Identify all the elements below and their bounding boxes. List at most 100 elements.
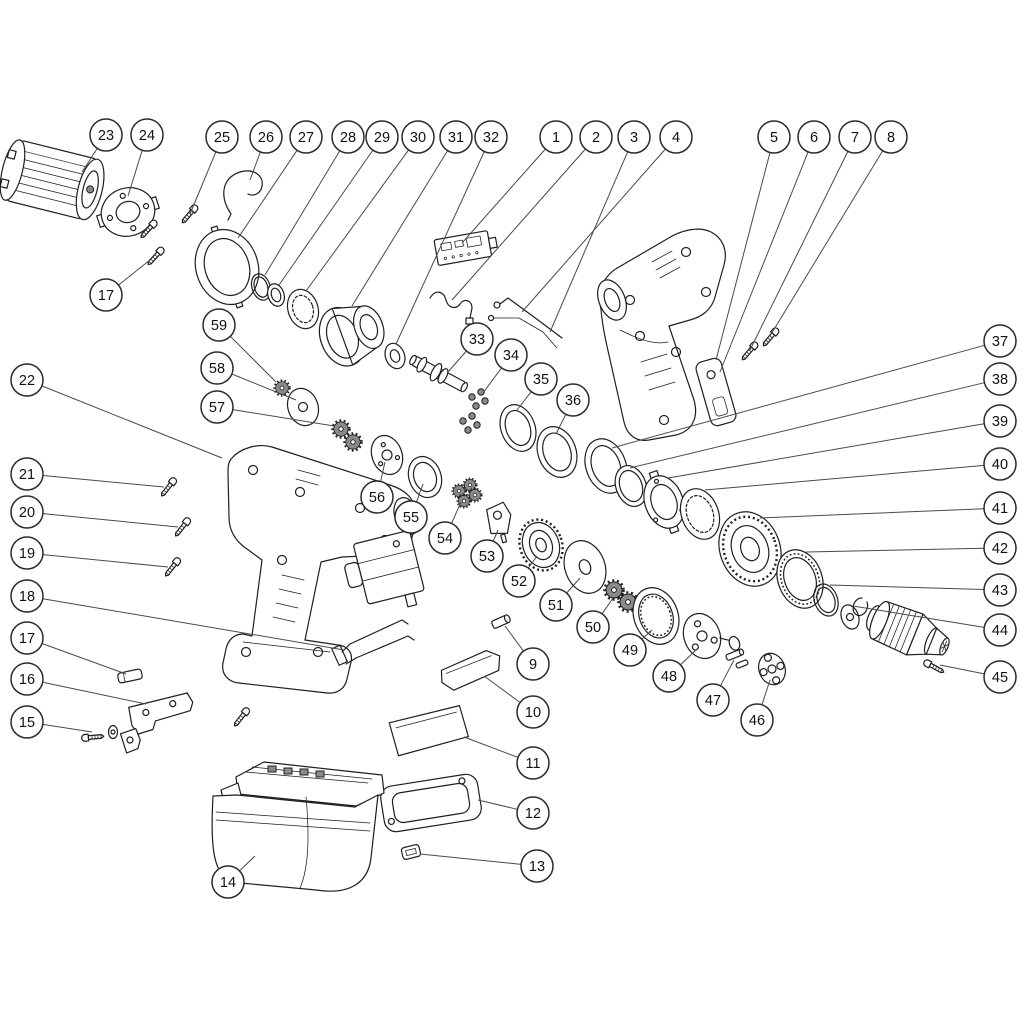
part-12-base-frame <box>380 773 482 833</box>
callout-circle-40 <box>983 447 1017 481</box>
part-11-plate <box>388 705 469 757</box>
callout-47: 47 <box>696 659 735 717</box>
leader-line-34 <box>482 367 502 394</box>
callout-circle-58 <box>200 351 234 385</box>
part-33-spindle <box>409 354 469 393</box>
part-28-o-ring <box>250 273 272 301</box>
part-16-belt-hook <box>128 692 194 735</box>
part-57-gears <box>331 419 363 452</box>
callout-27: 27 <box>237 120 323 239</box>
callout-49: 49 <box>613 629 653 667</box>
callout-circle-39 <box>983 404 1017 438</box>
callout-circle-27 <box>289 120 323 154</box>
callout-19: 19 <box>10 536 169 570</box>
callout-21: 21 <box>10 457 165 491</box>
leader-line-36 <box>555 414 567 435</box>
parts-layer <box>0 139 950 892</box>
callout-circle-5 <box>757 120 791 154</box>
callout-circle-2 <box>579 120 613 154</box>
callout-24: 24 <box>127 118 164 197</box>
part-27-gear-case-ring <box>194 225 260 309</box>
callout-circle-8 <box>874 120 908 154</box>
callout-circle-24 <box>130 118 164 152</box>
callout-number: 13 <box>529 859 545 875</box>
leader-line-27 <box>237 150 298 239</box>
callout-circle-55 <box>394 500 428 534</box>
callout-circle-33 <box>460 322 494 356</box>
callout-number: 36 <box>565 393 581 409</box>
callout-31: 31 <box>351 120 473 307</box>
callout-16: 16 <box>10 662 147 705</box>
callout-number: 43 <box>992 583 1008 599</box>
callout-36: 36 <box>555 383 590 435</box>
callout-3: 3 <box>549 120 651 333</box>
callout-number: 4 <box>672 130 680 146</box>
part-15-washer <box>107 724 119 740</box>
callout-33: 33 <box>447 322 494 373</box>
callout-number: 42 <box>992 541 1008 557</box>
callout-20: 20 <box>10 495 179 529</box>
part-31-gear-housing <box>318 305 385 367</box>
callout-number: 19 <box>19 546 35 562</box>
callout-15: 15 <box>10 705 93 739</box>
leader-line-49 <box>641 629 653 640</box>
callout-number: 22 <box>19 373 35 389</box>
callout-number: 12 <box>525 806 541 822</box>
leader-line-3 <box>549 151 629 333</box>
leader-line-21 <box>42 475 165 488</box>
callout-number: 34 <box>503 348 519 364</box>
callout-number: 28 <box>340 130 356 146</box>
part-54-planet-gears <box>451 477 483 509</box>
callout-circle-22 <box>10 363 44 397</box>
leader-line-59 <box>229 335 277 383</box>
callout-51: 51 <box>539 577 581 622</box>
leader-line-24 <box>127 150 143 197</box>
part-18-shift-fork <box>331 619 415 666</box>
part-40-scalloped-ring <box>679 488 721 540</box>
leader-line-50 <box>601 597 614 615</box>
callout-number: 17 <box>98 288 114 304</box>
callout-circle-50 <box>576 610 610 644</box>
part-10-clip-plate <box>440 650 501 691</box>
callout-number: 20 <box>19 505 35 521</box>
part-46-cam-spider <box>758 652 786 686</box>
leader-line-16 <box>42 681 147 705</box>
callout-14: 14 <box>211 855 256 899</box>
callout-55: 55 <box>394 483 428 534</box>
part-39-gearbox-cap <box>643 469 685 535</box>
callout-number: 5 <box>770 130 778 146</box>
callout-circle-42 <box>983 531 1017 565</box>
part-37-spacer-ring <box>584 438 628 494</box>
callout-circle-54 <box>428 521 462 555</box>
callout-circle-17 <box>89 278 123 312</box>
leader-line-52 <box>527 555 538 569</box>
part-36-ring <box>536 426 578 478</box>
callout-17: 17 <box>89 259 151 312</box>
leader-line-43 <box>829 584 985 590</box>
callout-number: 2 <box>592 130 600 146</box>
callout-circle-19 <box>10 536 44 570</box>
callout-number: 32 <box>483 130 499 146</box>
leader-line-2 <box>451 148 586 301</box>
part-1-pcb-module <box>433 230 498 266</box>
callout-circle-20 <box>10 495 44 529</box>
callout-number: 21 <box>19 467 35 483</box>
callout-39: 39 <box>667 404 1017 479</box>
callout-52: 52 <box>502 555 538 598</box>
callout-circle-59 <box>202 308 236 342</box>
part-5-right-housing <box>597 228 726 441</box>
part-7-screw <box>739 339 760 363</box>
callout-18: 18 <box>10 579 345 651</box>
leader-line-41 <box>759 508 985 519</box>
callout-number: 10 <box>525 705 541 721</box>
callout-circle-26 <box>249 120 283 154</box>
callout-40: 40 <box>704 447 1017 491</box>
callout-number: 29 <box>374 130 390 146</box>
part-15-screw <box>80 732 105 743</box>
leader-line-11 <box>463 736 519 758</box>
part-34-detent-balls <box>459 388 489 434</box>
callout-42: 42 <box>805 531 1017 565</box>
